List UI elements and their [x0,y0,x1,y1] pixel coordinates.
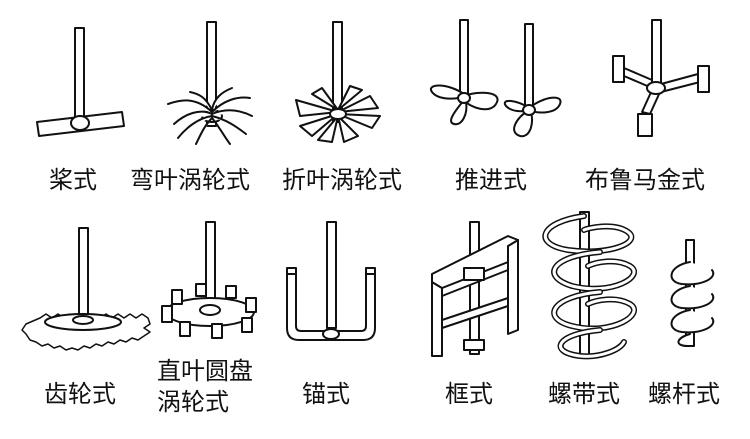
frame-impeller-drawing [431,221,519,357]
label-brumagin: 布鲁马金式 [585,166,705,194]
helical-ribbon-impeller-drawing [542,211,637,360]
label-pitched-turbine: 折叶涡轮式 [282,166,402,194]
curved-turbine-impeller-drawing [167,21,253,145]
label-anchor: 锚式 [302,380,350,408]
label-disc-turbine-line1: 直叶圆盘 [157,357,253,385]
label-paddle: 桨式 [49,166,97,194]
label-helical-ribbon: 螺带式 [548,380,620,408]
propeller-impeller-drawing-left [429,19,499,126]
disc-turbine-impeller-drawing [161,221,257,339]
brumagin-impeller-drawing [612,19,710,137]
label-curved-turbine: 弯叶涡轮式 [130,166,250,194]
label-frame: 框式 [445,380,493,408]
propeller-impeller-drawing-right [503,23,562,138]
label-helical-screw: 螺杆式 [648,380,720,408]
label-disc-turbine-line2: 涡轮式 [157,388,229,416]
paddle-impeller-drawing [36,27,125,137]
pitched-turbine-impeller-drawing [295,21,381,143]
anchor-impeller-drawing [286,221,376,341]
label-toothed-disc: 齿轮式 [44,380,116,408]
toothed-disc-impeller-drawing [21,227,151,351]
label-propeller: 推进式 [455,166,527,194]
helical-screw-impeller-drawing [670,239,715,347]
